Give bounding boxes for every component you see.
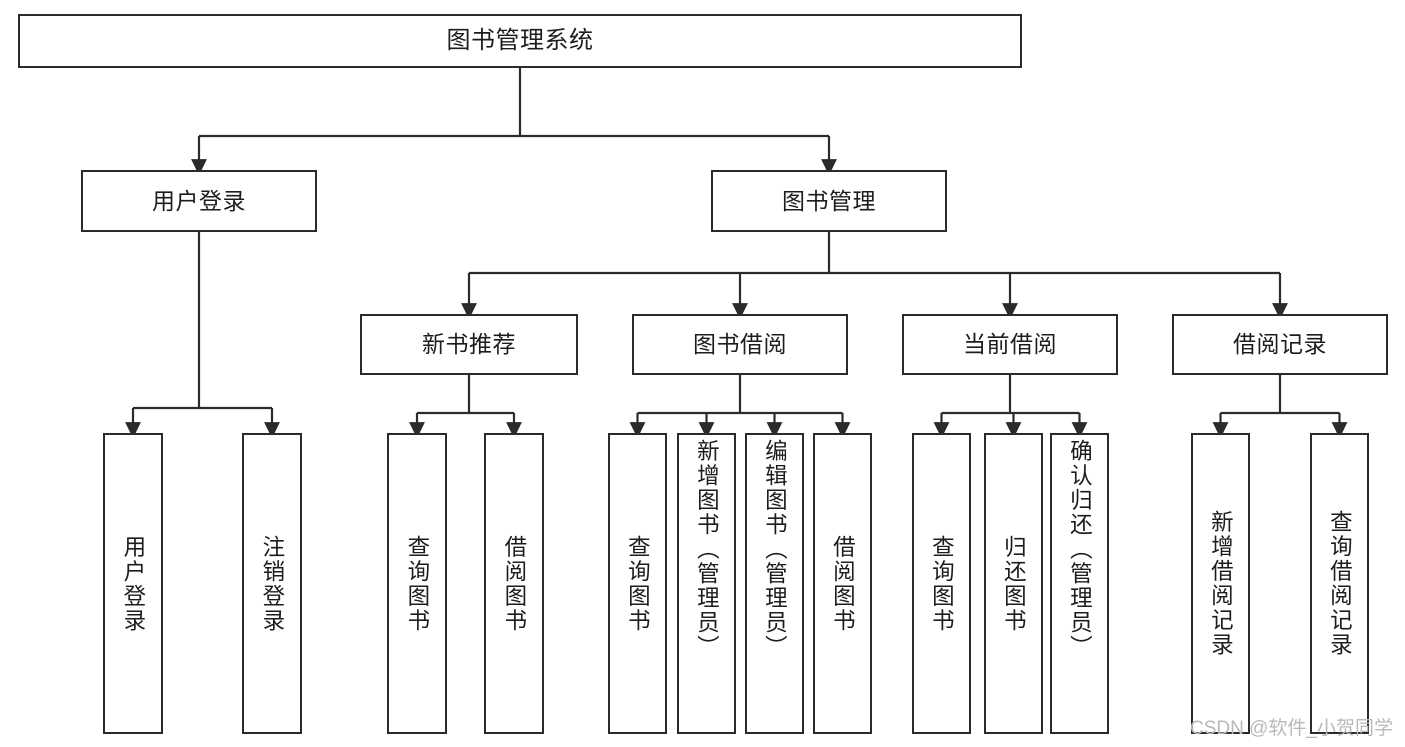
node-leaf-add-book[interactable]: 新增图书（管理员） xyxy=(677,433,736,734)
node-leaf-add-record-label: 新增借阅记录 xyxy=(1208,510,1234,657)
node-leaf-logout[interactable]: 注销登录 xyxy=(242,433,302,734)
watermark: CSDN @软件_小贺同学 xyxy=(1190,718,1393,739)
node-root-label: 图书管理系统 xyxy=(446,27,594,55)
node-borrow-record-label: 借阅记录 xyxy=(1233,331,1327,358)
node-leaf-query-book-3[interactable]: 查询图书 xyxy=(912,433,971,734)
node-current-borrow-label: 当前借阅 xyxy=(963,331,1057,358)
node-book-manage-label: 图书管理 xyxy=(782,187,876,214)
node-leaf-borrow-book-1[interactable]: 借阅图书 xyxy=(484,433,544,734)
node-leaf-query-book-1-label: 查询图书 xyxy=(404,534,430,633)
node-leaf-query-record-label: 查询借阅记录 xyxy=(1327,510,1353,657)
node-leaf-query-record[interactable]: 查询借阅记录 xyxy=(1310,433,1369,734)
node-leaf-query-book-2-label: 查询图书 xyxy=(625,534,651,633)
node-root[interactable]: 图书管理系统 xyxy=(18,14,1022,68)
node-book-manage[interactable]: 图书管理 xyxy=(711,170,947,232)
node-book-borrow-label: 图书借阅 xyxy=(693,331,787,358)
node-leaf-edit-book-label: 编辑图书（管理员） xyxy=(762,439,788,660)
node-leaf-return-book[interactable]: 归还图书 xyxy=(984,433,1043,734)
node-leaf-confirm-return-label: 确认归还（管理员） xyxy=(1067,439,1093,660)
node-leaf-borrow-book-2[interactable]: 借阅图书 xyxy=(813,433,872,734)
node-leaf-add-book-label: 新增图书（管理员） xyxy=(694,439,720,660)
node-leaf-query-book-1[interactable]: 查询图书 xyxy=(387,433,447,734)
node-leaf-user-login-label: 用户登录 xyxy=(120,534,146,633)
node-leaf-query-book-3-label: 查询图书 xyxy=(929,534,955,633)
node-borrow-record[interactable]: 借阅记录 xyxy=(1172,314,1388,375)
node-new-book-recommend[interactable]: 新书推荐 xyxy=(360,314,578,375)
node-book-borrow[interactable]: 图书借阅 xyxy=(632,314,848,375)
node-leaf-edit-book[interactable]: 编辑图书（管理员） xyxy=(745,433,804,734)
node-leaf-logout-label: 注销登录 xyxy=(259,534,285,633)
node-leaf-add-record[interactable]: 新增借阅记录 xyxy=(1191,433,1250,734)
node-leaf-confirm-return[interactable]: 确认归还（管理员） xyxy=(1050,433,1109,734)
node-leaf-user-login[interactable]: 用户登录 xyxy=(103,433,163,734)
node-new-book-recommend-label: 新书推荐 xyxy=(422,331,516,358)
node-leaf-borrow-book-1-label: 借阅图书 xyxy=(501,534,527,633)
node-leaf-query-book-2[interactable]: 查询图书 xyxy=(608,433,667,734)
node-leaf-return-book-label: 归还图书 xyxy=(1001,534,1027,633)
node-leaf-borrow-book-2-label: 借阅图书 xyxy=(830,534,856,633)
node-user-login-label: 用户登录 xyxy=(152,187,246,214)
node-current-borrow[interactable]: 当前借阅 xyxy=(902,314,1118,375)
node-user-login[interactable]: 用户登录 xyxy=(81,170,317,232)
